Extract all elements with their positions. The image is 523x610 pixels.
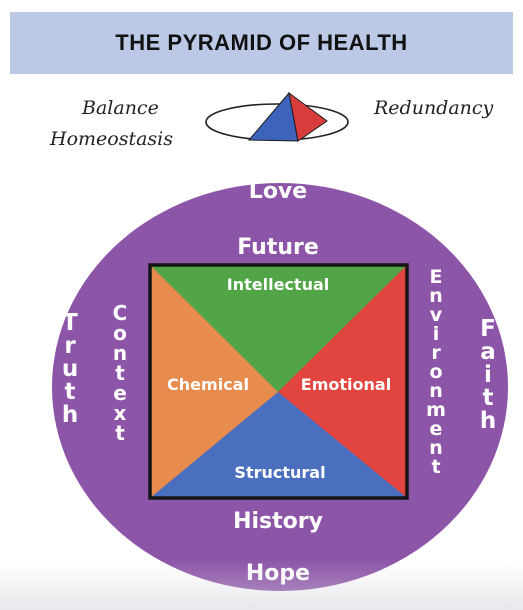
label-intellectual: Intellectual (227, 275, 329, 294)
caption-balance: Balance (82, 97, 159, 119)
caption-redundancy: Redundancy (374, 97, 494, 119)
label-hope: Hope (246, 561, 310, 586)
sector-intellectual (150, 265, 407, 392)
sector-chemical (150, 265, 278, 498)
sector-structural (150, 392, 407, 498)
health-square (148, 263, 409, 500)
pyramid-face-red (288, 91, 328, 142)
label-love: Love (249, 179, 307, 204)
title-banner: THE PYRAMID OF HEALTH (10, 12, 513, 74)
sector-emotional (278, 265, 407, 498)
label-chemical: Chemical (167, 375, 249, 394)
square-border (148, 263, 409, 500)
label-structural: Structural (234, 463, 325, 482)
pyramid-icon (205, 91, 349, 142)
label-future: Future (237, 235, 319, 260)
caption-homeostasis: Homeostasis (50, 128, 173, 150)
label-history: History (233, 509, 323, 534)
page-title: THE PYRAMID OF HEALTH (115, 30, 408, 55)
label-emotional: Emotional (301, 375, 391, 394)
